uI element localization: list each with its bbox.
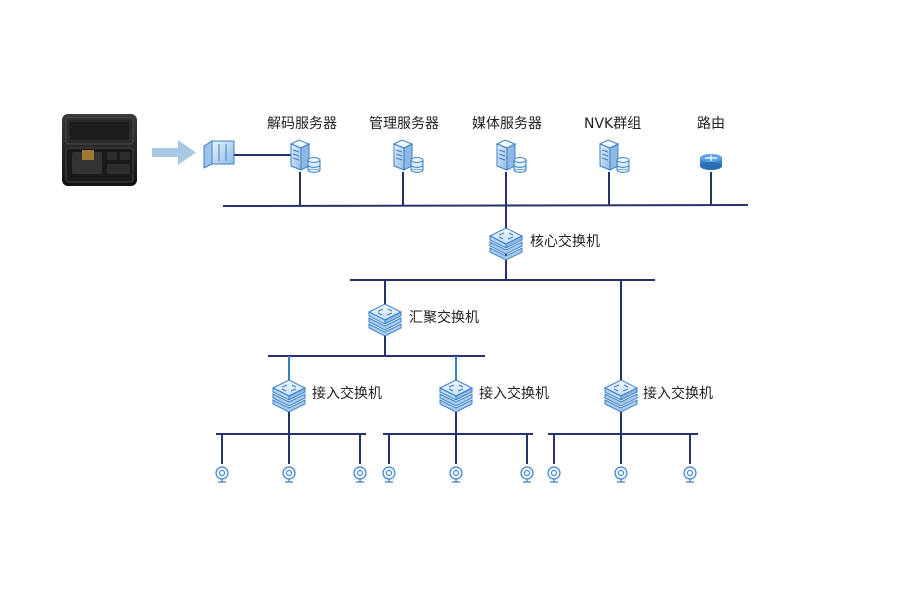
access-switch-label-3: 接入交换机 bbox=[643, 386, 713, 402]
encoder-box-icon bbox=[203, 140, 235, 169]
core-switch-label: 核心交换机 bbox=[530, 234, 600, 250]
camera-icon bbox=[547, 466, 561, 483]
access-switch-label-1: 接入交换机 bbox=[312, 386, 382, 402]
cameras-layer bbox=[215, 434, 697, 483]
server-label-media: 媒体服务器 bbox=[472, 116, 542, 132]
connection-lines bbox=[216, 172, 749, 435]
camera-icon bbox=[382, 466, 396, 483]
server-label-nvk-group: NVK群组 bbox=[584, 116, 642, 132]
access-uplinks bbox=[288, 356, 457, 380]
aggregation-switch-icon bbox=[367, 303, 403, 337]
router-icon bbox=[700, 154, 722, 170]
camera-icon bbox=[215, 466, 229, 483]
camera-icon bbox=[282, 466, 296, 483]
media-server-icon bbox=[495, 139, 527, 173]
servers-layer bbox=[289, 139, 722, 173]
nvk-group-server-icon bbox=[598, 139, 630, 173]
flow-arrow bbox=[152, 140, 196, 165]
core-switch-icon bbox=[488, 227, 524, 261]
router-label: 路由 bbox=[697, 116, 725, 132]
access-switch-icon-1 bbox=[271, 379, 307, 413]
camera-icon bbox=[449, 466, 463, 483]
camera-icon bbox=[520, 466, 534, 483]
access-switch-label-2: 接入交换机 bbox=[479, 386, 549, 402]
server-label-decode: 解码服务器 bbox=[267, 116, 337, 132]
access-switch-icon-2 bbox=[438, 379, 474, 413]
decode-server-icon bbox=[289, 139, 321, 173]
access-switch-icon-3 bbox=[603, 379, 639, 413]
management-server-icon bbox=[392, 139, 424, 173]
switches-layer bbox=[271, 227, 639, 413]
server-label-management: 管理服务器 bbox=[369, 116, 439, 132]
camera-icon bbox=[614, 466, 628, 483]
aggregation-switch-label: 汇聚交换机 bbox=[409, 310, 479, 326]
camera-icon bbox=[683, 466, 697, 483]
camera-icon bbox=[353, 466, 367, 483]
portable-case-image bbox=[62, 114, 137, 186]
